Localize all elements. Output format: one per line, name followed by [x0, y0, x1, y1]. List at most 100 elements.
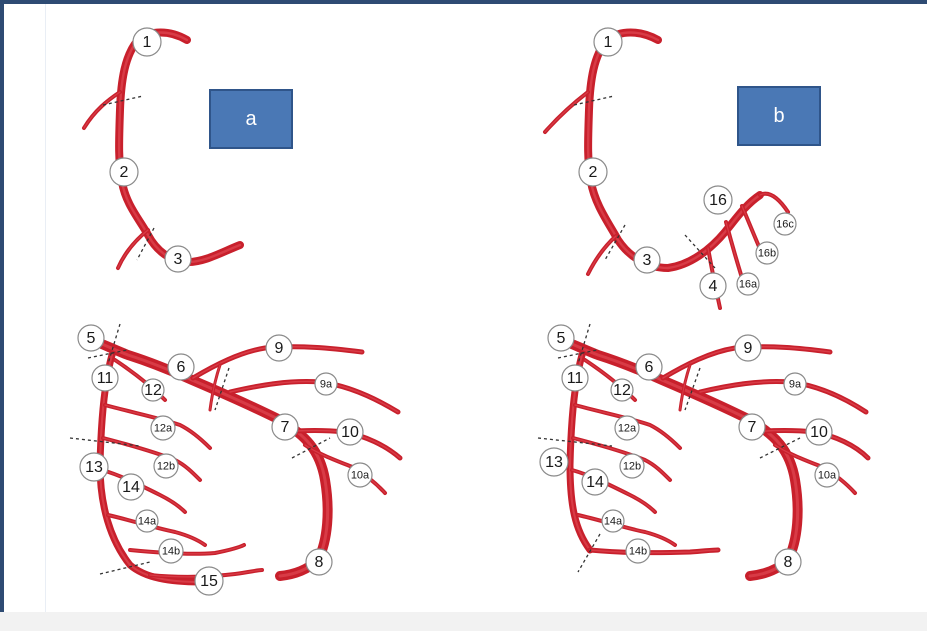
segment-label-a-11: 11 — [92, 365, 118, 391]
segment-number: 9 — [275, 340, 284, 357]
segment-label-a-14a: 14a — [136, 510, 158, 532]
b-pl-16a-highlight — [726, 222, 742, 278]
segment-number: 14 — [122, 479, 140, 496]
segment-label-b-1: 1 — [594, 28, 622, 56]
segment-number: 1 — [604, 34, 613, 51]
segment-number: 12b — [623, 461, 641, 473]
segment-number: 9 — [744, 340, 753, 357]
segment-number: 6 — [645, 359, 654, 376]
segment-number: 16b — [758, 248, 776, 260]
segment-label-b-7: 7 — [739, 414, 765, 440]
segment-label-a-13: 13 — [80, 453, 108, 481]
segment-label-b-11: 11 — [562, 365, 588, 391]
segment-label-b-2: 2 — [579, 158, 607, 186]
segment-number: 10 — [810, 424, 828, 441]
segment-label-b-8: 8 — [775, 549, 801, 575]
b-rca-rv-branch — [588, 236, 616, 274]
segment-label-b-14: 14 — [582, 469, 608, 495]
segment-label-a-1: 1 — [133, 28, 161, 56]
segment-label-b-5: 5 — [548, 325, 574, 351]
segment-label-a-12: 12 — [142, 379, 164, 401]
segment-number: 12b — [157, 461, 175, 473]
segment-number: 9a — [789, 379, 802, 391]
segment-number: 12 — [613, 382, 631, 399]
segment-label-a-15: 15 — [195, 567, 223, 595]
segment-number: 12a — [618, 423, 637, 435]
segment-label-a-10: 10 — [337, 419, 363, 445]
segment-label-b-14a: 14a — [602, 510, 624, 532]
segment-label-a-3: 3 — [165, 246, 191, 272]
segment-number: 4 — [709, 278, 718, 295]
segment-number: 9a — [320, 379, 333, 391]
segment-label-a-2: 2 — [110, 158, 138, 186]
segment-number: 12a — [154, 423, 173, 435]
segment-label-b-4: 4 — [700, 273, 726, 299]
segment-label-a-9: 9 — [266, 335, 292, 361]
a-rca-conus-branch — [84, 92, 120, 128]
segment-label-a-14: 14 — [118, 474, 144, 500]
segment-number: 14b — [629, 546, 647, 558]
segment-label-b-13: 13 — [540, 448, 568, 476]
segment-label-b-12a: 12a — [615, 416, 639, 440]
a-rca-main-highlight — [119, 33, 240, 263]
segment-label-b-3: 3 — [634, 247, 660, 273]
segment-number: 8 — [315, 554, 324, 571]
segment-number: 5 — [557, 330, 566, 347]
segment-number: 7 — [281, 419, 290, 436]
segment-label-b-10a: 10a — [815, 463, 839, 487]
b-septal-10a-highlight — [775, 445, 855, 493]
segment-number: 14 — [586, 474, 604, 491]
segment-number: 10a — [818, 470, 837, 482]
segment-label-a-5: 5 — [78, 325, 104, 351]
segment-label-a-10a: 10a — [348, 463, 372, 487]
segment-label-b-14b: 14b — [626, 539, 650, 563]
segment-label-a-12a: 12a — [151, 416, 175, 440]
segment-number: 5 — [87, 330, 96, 347]
segment-number: 14b — [162, 546, 180, 558]
segment-label-a-7: 7 — [272, 414, 298, 440]
segment-label-b-6: 6 — [636, 354, 662, 380]
segment-number: 14a — [138, 516, 157, 528]
segment-label-a-6: 6 — [168, 354, 194, 380]
segment-number: 13 — [85, 459, 103, 476]
b-lad-circ-main — [562, 340, 798, 576]
segment-label-b-9a: 9a — [784, 373, 806, 395]
segment-label-b-16a: 16a — [737, 273, 759, 295]
segment-number: 7 — [748, 419, 757, 436]
segment-number: 16 — [709, 192, 727, 209]
segment-label-a-8: 8 — [306, 549, 332, 575]
segment-number: 3 — [643, 252, 652, 269]
segment-number: 11 — [97, 370, 114, 387]
segment-number: 15 — [200, 573, 218, 590]
segment-number: 6 — [177, 359, 186, 376]
segment-number: 16a — [739, 279, 758, 291]
segment-number: 12 — [144, 382, 162, 399]
segment-label-a-14b: 14b — [159, 539, 183, 563]
segment-label-b-12: 12 — [611, 379, 633, 401]
segment-number: 2 — [589, 164, 598, 181]
segment-number: 11 — [567, 370, 584, 387]
a-pl-14b — [130, 545, 244, 554]
segment-number: 3 — [174, 251, 183, 268]
segment-label-b-16: 16 — [704, 186, 732, 214]
segment-number: 14a — [604, 516, 623, 528]
segment-number: 8 — [784, 554, 793, 571]
b-lad-circ-main-highlight — [562, 340, 798, 576]
segment-label-a-12b: 12b — [154, 454, 178, 478]
b-pl-14a — [578, 515, 675, 545]
segment-number: 13 — [545, 454, 563, 471]
b-rca-conus-branch — [545, 92, 588, 132]
b-rca-main-highlight — [588, 33, 760, 269]
segment-number: 10 — [341, 424, 359, 441]
segment-label-b-10: 10 — [806, 419, 832, 445]
a-rca-rv-branch — [118, 230, 148, 268]
segment-number: 16c — [776, 219, 794, 231]
segment-label-a-9a: 9a — [315, 373, 337, 395]
a-rca-main — [119, 33, 240, 263]
segment-label-b-12b: 12b — [620, 454, 644, 478]
segment-number: 10a — [351, 470, 370, 482]
segment-number: 2 — [120, 164, 129, 181]
segment-label-b-16c: 16c — [774, 213, 796, 235]
segment-label-b-16b: 16b — [756, 242, 778, 264]
